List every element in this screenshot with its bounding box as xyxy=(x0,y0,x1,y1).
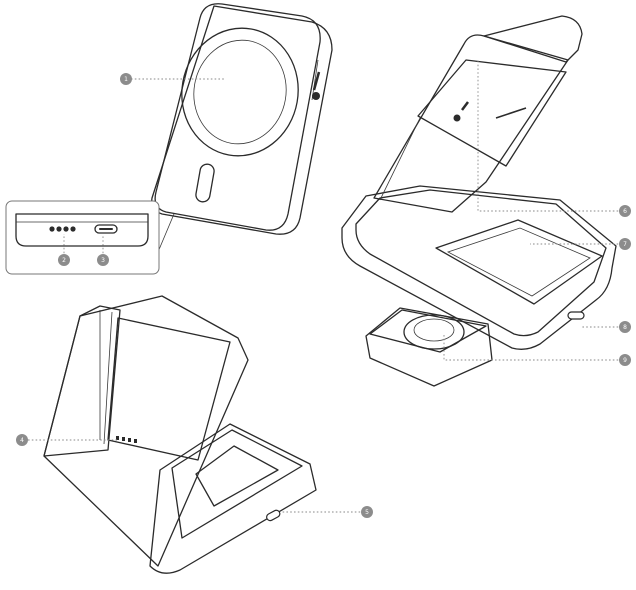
stand-logo-icon xyxy=(453,114,461,122)
magnetic-power-bank xyxy=(151,3,333,235)
svg-text:5: 5 xyxy=(365,509,369,516)
folding-charging-stand xyxy=(341,15,617,387)
callout-8: 8 xyxy=(619,321,631,333)
inset-frame xyxy=(5,200,160,275)
callout-7: 7 xyxy=(619,238,631,250)
base-usb-c-icon xyxy=(266,509,281,522)
callout-badges: 1 2 3 4 5 6 7 8 9 xyxy=(16,73,631,518)
svg-text:1: 1 xyxy=(124,76,128,83)
svg-text:3: 3 xyxy=(101,257,105,264)
pogo-pins-icon xyxy=(49,226,76,232)
callout-6: 6 xyxy=(619,205,631,217)
svg-text:8: 8 xyxy=(623,324,627,331)
leader-lines xyxy=(28,60,622,513)
callout-4: 4 xyxy=(16,434,28,446)
svg-text:4: 4 xyxy=(20,437,24,444)
svg-text:9: 9 xyxy=(623,357,627,364)
stand-usb-c-icon xyxy=(567,311,585,320)
svg-text:7: 7 xyxy=(623,241,627,248)
callout-9: 9 xyxy=(619,354,631,366)
callout-5: 5 xyxy=(361,506,373,518)
stand-pogo-pins-icon xyxy=(116,436,137,443)
svg-text:2: 2 xyxy=(62,257,66,264)
svg-text:6: 6 xyxy=(623,208,627,215)
stand-with-power-bank xyxy=(43,295,317,574)
bottom-port-inset xyxy=(5,200,175,275)
callout-3: 3 xyxy=(97,254,109,266)
callout-1: 1 xyxy=(120,73,132,85)
callout-2: 2 xyxy=(58,254,70,266)
logo-dot-icon xyxy=(312,92,320,100)
